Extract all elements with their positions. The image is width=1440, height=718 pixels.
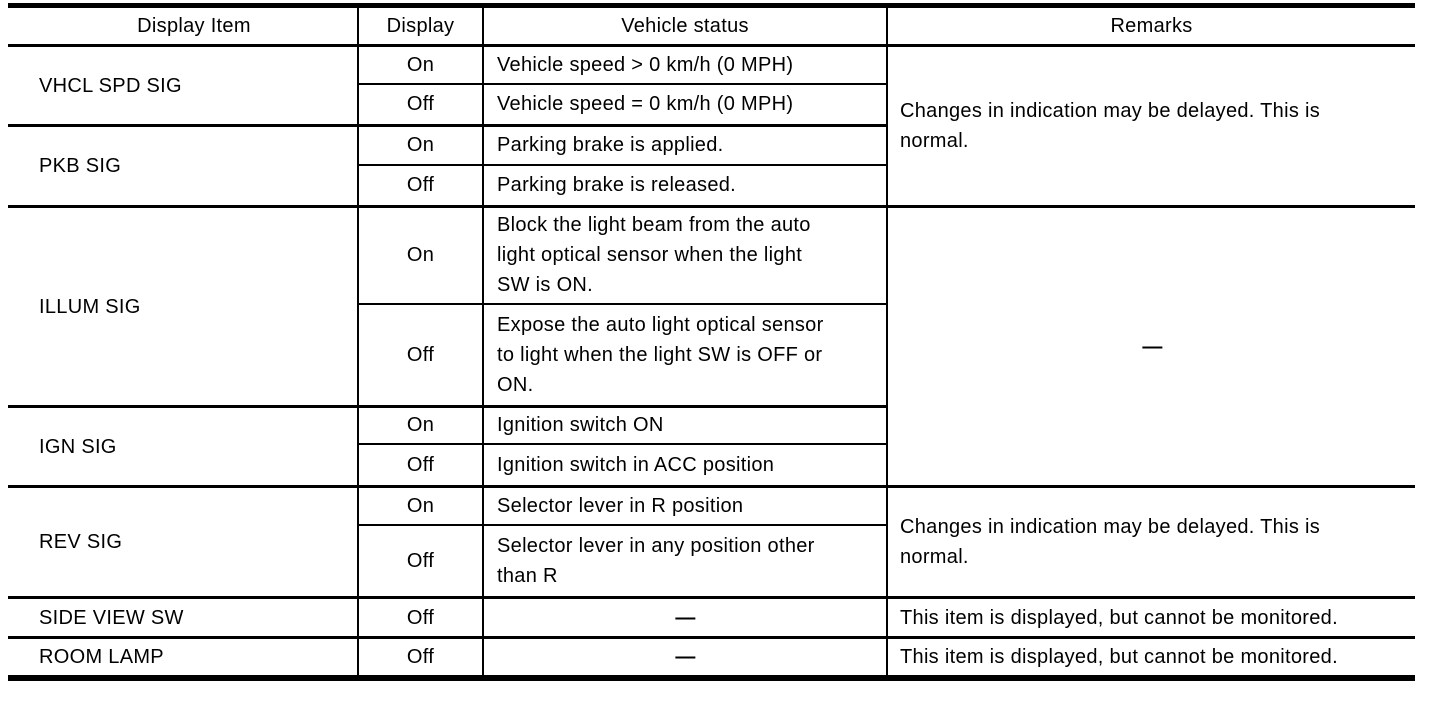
cell-display-state: Off <box>357 164 484 208</box>
cell-display-state: Off <box>357 597 484 639</box>
cell-display-item: IGN SIG <box>8 406 358 488</box>
cell-display-item: ROOM LAMP <box>39 645 164 668</box>
col-header-display-item: Display Item <box>8 5 358 47</box>
table-row: Off Expose the auto light optical sensor… <box>8 303 1415 408</box>
cell-vehicle-status: Vehicle speed > 0 km/h (0 MPH) <box>483 45 888 85</box>
table-row: ROOM LAMP Off — This item is displayed, … <box>8 637 1415 678</box>
cell-display-state: Off <box>357 524 484 599</box>
cell-vehicle-status: — <box>483 637 888 678</box>
col-header-vehicle-status: Vehicle status <box>483 5 888 47</box>
table-row: Off Ignition switch in ACC position <box>8 443 1415 488</box>
cell-display-item: PKB SIG <box>8 125 358 208</box>
cell-remarks: This item is displayed, but cannot be mo… <box>887 597 1415 639</box>
cell-vehicle-status: Ignition switch ON <box>483 406 888 445</box>
table-row: ILLUM SIG On Block the light beam from t… <box>8 206 1415 488</box>
cell-remarks: This item is displayed, but cannot be mo… <box>900 645 1338 668</box>
cell-remarks: Changes in indication may be delayed. Th… <box>887 486 1415 599</box>
cell-vehicle-status: Block the light beam from the auto light… <box>483 206 888 305</box>
vehicle-status-table: Display Item Display Vehicle status Rema… <box>8 3 1415 681</box>
col-header-display: Display <box>357 5 484 47</box>
cell-vehicle-status: Vehicle speed = 0 km/h (0 MPH) <box>483 83 888 127</box>
table-row: Off Selector lever in any position other… <box>8 524 1415 599</box>
table-row: REV SIG On Selector lever in R position … <box>8 486 1415 599</box>
cell-vehicle-status: Ignition switch in ACC position <box>483 443 888 488</box>
cell-remarks: — <box>887 206 1415 488</box>
cell-display-state: On <box>357 45 484 85</box>
cell-display-state: On <box>357 206 484 305</box>
cell-vehicle-status: Expose the auto light optical sensor to … <box>483 303 888 408</box>
cell-display-item: ILLUM SIG <box>8 206 358 408</box>
cell-display-state: Off <box>357 637 484 678</box>
table-row: Off Parking brake is released. <box>8 164 1415 208</box>
cell-display-state: Off <box>357 303 484 408</box>
cell-display-state: On <box>357 406 484 445</box>
cell-vehicle-status: Parking brake is applied. <box>483 125 888 166</box>
cell-display-state: On <box>357 125 484 166</box>
table-row: PKB SIG On Parking brake is applied. <box>8 125 1415 208</box>
table-row: SIDE VIEW SW Off — This item is displaye… <box>8 597 1415 639</box>
cell-remarks: Changes in indication may be delayed. Th… <box>887 45 1415 208</box>
col-header-remarks: Remarks <box>887 5 1415 47</box>
cell-vehicle-status: Selector lever in any position other tha… <box>483 524 888 599</box>
cell-display-state: On <box>357 486 484 526</box>
header-row: Display Item Display Vehicle status Rema… <box>8 5 1415 47</box>
cell-vehicle-status: — <box>483 597 888 639</box>
cell-display-item: REV SIG <box>8 486 358 599</box>
cell-display-item: VHCL SPD SIG <box>8 45 358 127</box>
cell-display-state: Off <box>357 443 484 488</box>
cell-vehicle-status: Parking brake is released. <box>483 164 888 208</box>
vehicle-status-table-container: Display Item Display Vehicle status Rema… <box>8 3 1415 681</box>
table-row: VHCL SPD SIG On Vehicle speed > 0 km/h (… <box>8 45 1415 208</box>
cell-display-state: Off <box>357 83 484 127</box>
cell-vehicle-status: Selector lever in R position <box>483 486 888 526</box>
cell-display-item: SIDE VIEW SW <box>8 597 358 639</box>
table-row: Off Vehicle speed = 0 km/h (0 MPH) <box>8 83 1415 127</box>
table-row: IGN SIG On Ignition switch ON <box>8 406 1415 488</box>
